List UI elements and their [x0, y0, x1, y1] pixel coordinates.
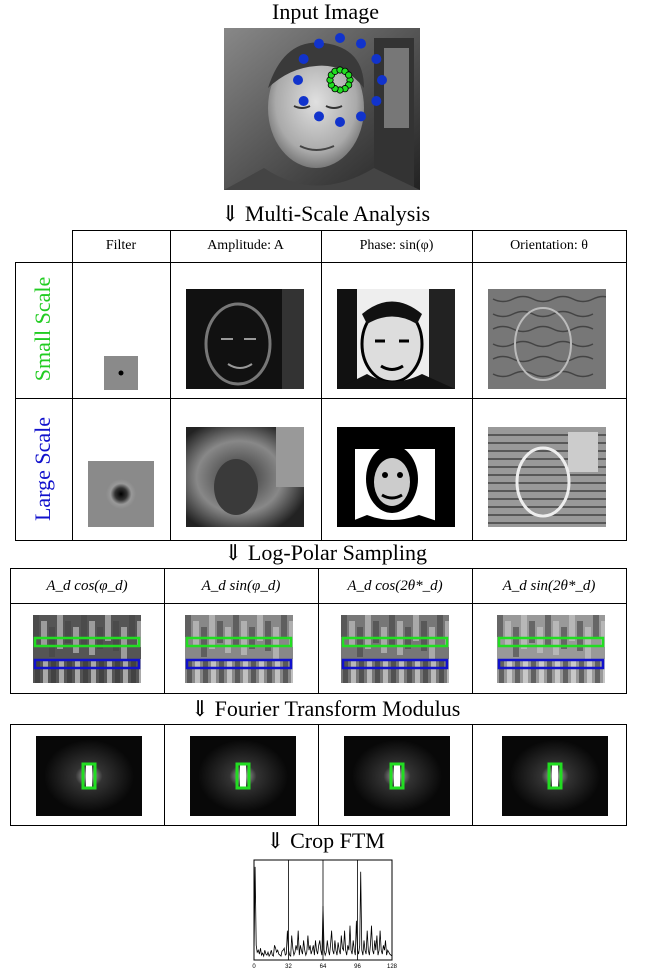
large-scale-band	[497, 658, 605, 670]
crop-region-box	[235, 762, 251, 790]
log-polar-title: ⇓ Log-Polar Sampling	[224, 540, 427, 565]
lp-image-2	[341, 615, 449, 683]
input-image-title: Input Image	[272, 0, 379, 24]
small-orientation-image	[488, 289, 606, 389]
x-tick-label: 96	[354, 964, 361, 970]
ftm-image-3	[502, 736, 608, 816]
crop-ftm-chart: 0 32 64 96 128	[252, 859, 398, 970]
crop-region-box	[389, 762, 405, 790]
lp-header-0: A_d cos(φ_d)	[46, 578, 128, 594]
sampling-point-blue	[314, 38, 324, 49]
small-scale-band	[185, 636, 293, 648]
lp-image-3	[497, 615, 605, 683]
small-scale-band	[341, 636, 449, 648]
row-label-large-scale: Large Scale	[30, 416, 55, 522]
sampling-point-blue	[314, 111, 324, 122]
sampling-point-blue	[335, 117, 345, 127]
x-tick-label: 32	[285, 964, 292, 970]
x-tick-label: 0	[252, 964, 256, 970]
large-phase-image	[337, 427, 455, 527]
small-scale-band	[497, 636, 605, 648]
sampling-point-blue	[377, 75, 387, 85]
ftm-image-1	[190, 736, 296, 816]
fourier-title: ⇓ Fourier Transform Modulus	[190, 696, 461, 721]
ftm-series-line	[253, 866, 393, 958]
large-amplitude-image	[186, 427, 304, 527]
small-scale-filter-image	[104, 356, 138, 390]
col-header-orientation: Orientation: θ	[510, 238, 588, 253]
col-header-filter: Filter	[105, 238, 137, 253]
large-scale-band	[341, 658, 449, 670]
row-label-small-scale: Small Scale	[30, 276, 55, 382]
x-tick-label: 128	[387, 964, 398, 970]
lp-image-0	[33, 615, 141, 683]
multi-scale-title: ⇓ Multi-Scale Analysis	[220, 201, 431, 226]
small-scale-band	[33, 636, 141, 648]
col-header-phase: Phase: sin(φ)	[359, 238, 434, 253]
ftm-image-2	[344, 736, 450, 816]
sampling-points-overlay	[293, 33, 387, 127]
col-header-amplitude: Amplitude: A	[207, 238, 284, 253]
large-orientation-image	[488, 427, 606, 527]
x-tick-label: 64	[320, 964, 327, 970]
crop-region-box	[547, 762, 563, 790]
crop-ftm-title: ⇓ Crop FTM	[266, 828, 385, 853]
lp-header-2: A_d cos(2θ*_d)	[347, 578, 443, 594]
large-scale-band	[185, 658, 293, 670]
sampling-point-blue	[298, 54, 309, 64]
sampling-point-blue	[335, 33, 345, 43]
small-phase-image	[337, 289, 455, 389]
sampling-point-blue	[293, 75, 303, 85]
sampling-point-blue	[298, 96, 309, 106]
lp-header-3: A_d sin(2θ*_d)	[502, 578, 596, 594]
sampling-point-blue	[371, 96, 382, 106]
lp-header-1: A_d sin(φ_d)	[201, 578, 281, 594]
lp-image-1	[185, 615, 293, 683]
sampling-point-blue	[371, 54, 382, 64]
input-face-image	[224, 28, 420, 190]
ftm-image-0	[36, 736, 142, 816]
small-amplitude-image	[186, 289, 304, 389]
sampling-point-blue	[356, 111, 366, 122]
crop-region-box	[81, 762, 97, 790]
large-scale-band	[33, 658, 141, 670]
sampling-point-blue	[356, 38, 366, 49]
large-scale-filter-image	[88, 461, 154, 527]
sampling-point-green	[345, 71, 353, 79]
